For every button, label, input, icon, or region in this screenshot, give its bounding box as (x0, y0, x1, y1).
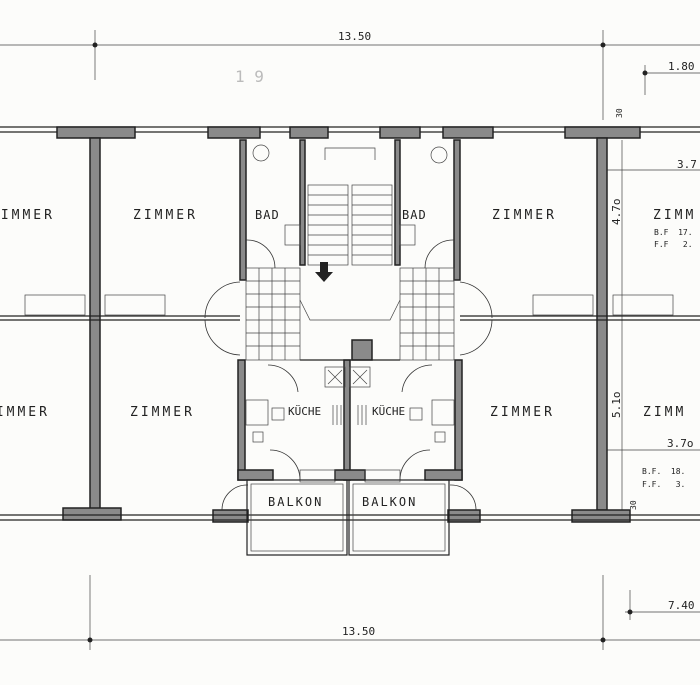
staircase (299, 147, 401, 321)
dimension-wall-top: 30 (615, 108, 624, 118)
room-label-kueche-right: KÜCHE (372, 405, 405, 418)
dimension-lines (0, 30, 700, 650)
room-label-zimmer-lower-right: ZIMM (643, 405, 686, 420)
doors (204, 239, 493, 511)
room-label-zimmer-upper-center-left: ZIMMER (133, 208, 198, 223)
room-label-bad-right: BAD (402, 208, 427, 222)
radiators (24, 294, 674, 316)
room-note-upper-ff: F.F 2. (654, 240, 693, 249)
dimension-upper-width: 3.7 (677, 158, 697, 171)
room-note-lower-bf: B.F. 18. (642, 467, 685, 476)
room-label-balkon-right: BALKON (362, 495, 417, 509)
fixtures (245, 144, 455, 483)
dimension-top-total: 13.50 (338, 30, 371, 43)
room-note-lower-ff: F.F. 3. (642, 480, 685, 489)
arrow-down-icon (315, 262, 333, 282)
dimension-top-right: 1.80 (668, 60, 695, 73)
room-label-zimmer-lower-left: ZIMMER (0, 405, 50, 420)
room-label-zimmer-upper-left: ZIMMER (0, 208, 55, 223)
room-note-upper-bf: B.F 17. (654, 228, 693, 237)
room-label-kueche-left: KÜCHE (288, 405, 321, 418)
room-label-zimmer-upper-center-right: ZIMMER (492, 208, 557, 223)
dimension-lower-width: 3.7o (667, 437, 694, 450)
dimension-lower-depth: 5.1o (610, 392, 623, 419)
room-label-bad-left: BAD (255, 208, 280, 222)
pencil-note: 1 9 (235, 67, 264, 86)
tiled-floor (245, 267, 455, 361)
dimension-upper-depth: 4.7o (610, 199, 623, 226)
room-label-balkon-left: BALKON (268, 495, 323, 509)
balconies (246, 479, 450, 556)
dimension-bottom-right: 7.40 (668, 599, 695, 612)
room-label-zimmer-upper-right: ZIMM (653, 208, 696, 223)
walls (0, 126, 700, 523)
room-label-zimmer-lower-center-right: ZIMMER (490, 405, 555, 420)
dimension-bottom-total: 13.50 (342, 625, 375, 638)
room-label-zimmer-lower-center-left: ZIMMER (130, 405, 195, 420)
dimension-wall-bottom: 30 (629, 500, 638, 510)
